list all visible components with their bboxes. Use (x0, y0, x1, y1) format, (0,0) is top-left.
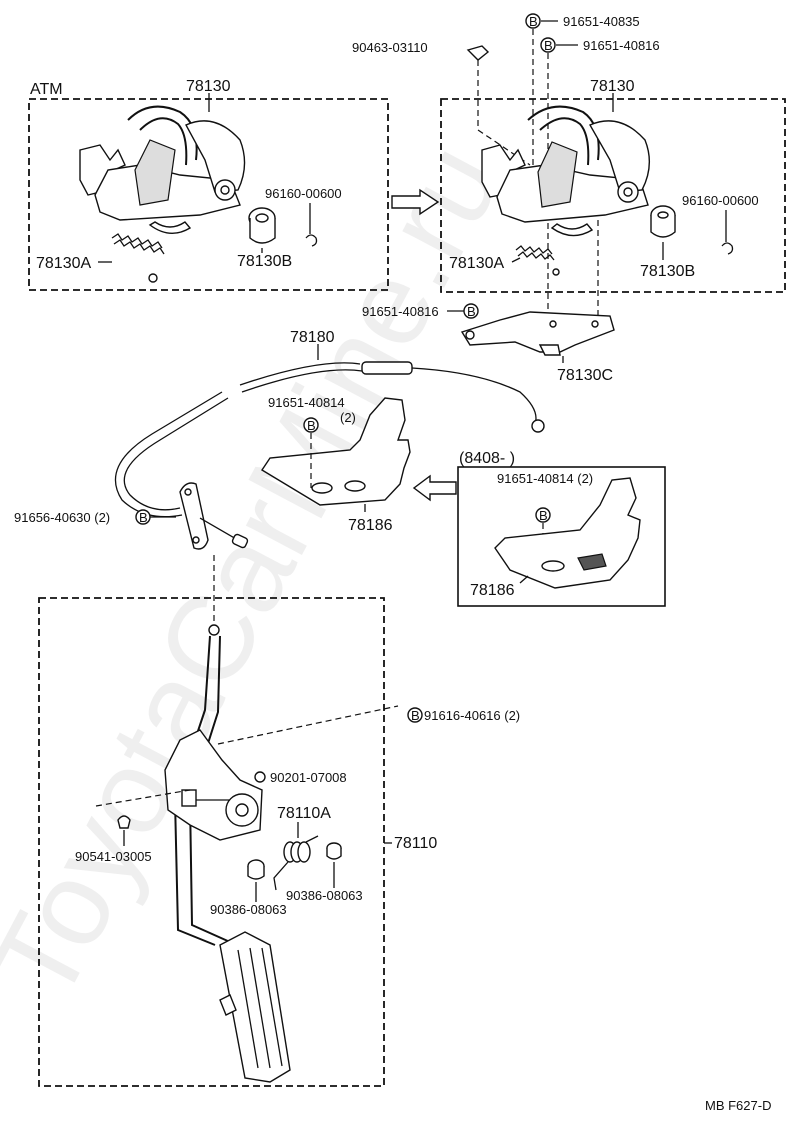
label-78110: 78110 (394, 835, 437, 852)
footer-code: MB F627-D (705, 1098, 771, 1113)
label-78130-right: 78130 (590, 78, 635, 95)
bushing-78130b-right (650, 205, 676, 238)
symbol-b-91651-40816-top (540, 37, 556, 53)
symbol-letter: B (544, 38, 553, 53)
label-91651-40814-qty: (2) (340, 410, 356, 425)
label-78130-left: 78130 (186, 78, 231, 95)
symbol-letter: B (307, 418, 316, 433)
label-91651-40816-top: 91651-40816 (583, 38, 660, 53)
throttle-link-left (79, 105, 246, 234)
bushing-78130b-left (248, 207, 276, 244)
symbol-letter: B (467, 304, 476, 319)
bracket-78130c (460, 311, 615, 356)
label-78186-right: 78186 (470, 582, 515, 599)
spring-78130a-left (111, 233, 165, 283)
pedal-box-group: 78110 B 91616-40616 (2) 90201-0700 (38, 597, 520, 1087)
label-96160-left: 96160-00600 (265, 186, 342, 201)
symbol-b-91651-40814 (303, 417, 319, 433)
right-top-box-group: 78130 B 91651-40835 B 91651-40816 90463-… (352, 13, 786, 330)
label-78130a-right: 78130A (449, 255, 504, 272)
label-91656-40630: 91656-40630 (2) (14, 510, 110, 525)
accelerator-pedal-arm (164, 624, 263, 946)
bushing-90386-left (247, 859, 265, 880)
label-78130b-left: 78130B (237, 253, 292, 270)
label-78130c: 78130C (557, 367, 613, 384)
label-atm: ATM (30, 81, 63, 98)
symbol-letter: B (529, 14, 538, 29)
bushing-90386-right (326, 842, 342, 860)
label-91651-40814: 91651-40814 (268, 395, 345, 410)
symbol-letter: B (539, 508, 548, 523)
accelerator-cable-78180: 78180 (114, 329, 545, 518)
label-90201-07008: 90201-07008 (270, 770, 347, 785)
clip-96160-left (305, 234, 318, 247)
label-78130a-left: 78130A (36, 255, 91, 272)
label-90541-03005: 90541-03005 (75, 849, 152, 864)
label-91616-40616: 91616-40616 (2) (424, 708, 520, 723)
symbol-b-91651-40816-mid (463, 303, 479, 319)
label-96160-right: 96160-00600 (682, 193, 759, 208)
label-8408: (8408- ) (459, 450, 515, 467)
accelerator-pedal-pad (219, 931, 291, 1083)
atm-box-group: ATM 78130 78130A 78130B (28, 78, 389, 291)
arrow-to-78186 (412, 474, 457, 502)
cable-retainer-91656 (179, 482, 249, 550)
bracket-78186 (261, 397, 411, 506)
label-90386-08063-left: 90386-08063 (210, 902, 287, 917)
spring-78130a-right (515, 245, 560, 276)
symbol-b-91651-40835 (525, 13, 541, 29)
clip-90463 (466, 45, 490, 61)
throttle-link-right (481, 105, 650, 237)
label-91651-40835: 91651-40835 (563, 14, 640, 29)
label-78180: 78180 (290, 329, 335, 346)
label-78110a: 78110A (277, 805, 331, 822)
stopper-90541 (117, 815, 131, 829)
label-91651-40816-mid: 91651-40816 (362, 304, 439, 319)
symbol-letter: B (411, 708, 420, 723)
label-78186: 78186 (348, 517, 393, 534)
symbol-letter: B (139, 510, 148, 525)
label-91651-40814-right: 91651-40814 (2) (497, 471, 593, 486)
label-90463-03110: 90463-03110 (352, 40, 428, 55)
symbol-b-91616 (407, 707, 423, 723)
nut-90201 (254, 771, 266, 783)
label-90386-08063-right: 90386-08063 (286, 888, 363, 903)
pedal-dashed-box (38, 597, 385, 1087)
box-8408-frame (457, 466, 666, 607)
symbol-b-91651-40814-right (535, 507, 551, 523)
return-spring-78110a (273, 835, 319, 891)
box-8408: (8408- ) 91651-40814 (2) B 78186 (457, 450, 666, 607)
clip-96160-right (721, 242, 734, 255)
label-78130b-right: 78130B (640, 263, 695, 280)
arrow-to-right-box (391, 188, 440, 216)
